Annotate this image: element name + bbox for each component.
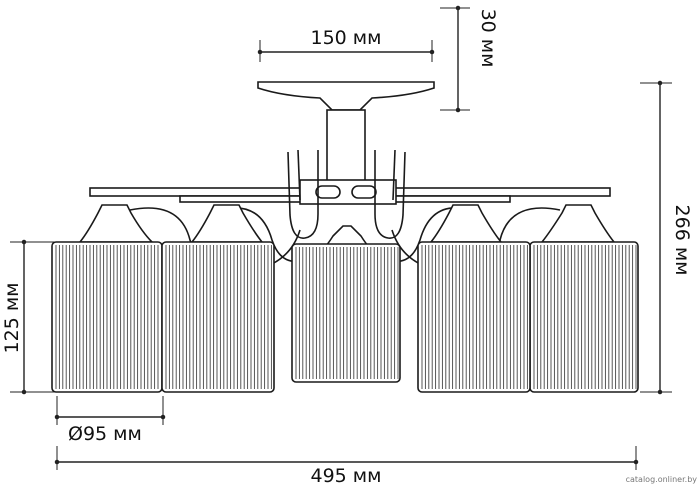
- frame-arms: [129, 149, 561, 273]
- dim-total-width-label: 495 мм: [311, 465, 382, 486]
- shade-center: [291, 243, 401, 383]
- ceiling-canopy: [257, 81, 435, 183]
- shade-left: [161, 241, 275, 393]
- dim-total-height: 266 мм: [640, 80, 693, 395]
- dim-shade-diameter: Ø95 мм: [54, 396, 166, 445]
- dim-canopy-height-label: 30 мм: [477, 9, 499, 68]
- dim-shade-height-label: 125 мм: [1, 283, 23, 354]
- dim-top-width: 150 мм: [257, 27, 435, 62]
- dim-total-height-label: 266 мм: [671, 205, 693, 276]
- shade-far-right: [529, 241, 639, 393]
- dim-top-width-label: 150 мм: [311, 27, 382, 49]
- glass-shades: [51, 241, 639, 393]
- watermark-text: catalog.onliner.by: [626, 475, 698, 484]
- shade-far-left: [51, 241, 163, 393]
- dim-canopy-height: 30 мм: [440, 5, 499, 113]
- dim-shade-height: 125 мм: [1, 239, 55, 395]
- dim-shade-diameter-label: Ø95 мм: [68, 423, 142, 445]
- frame-bars: [89, 179, 611, 205]
- dim-total-width: 495 мм: [54, 446, 639, 486]
- shade-right: [417, 241, 531, 393]
